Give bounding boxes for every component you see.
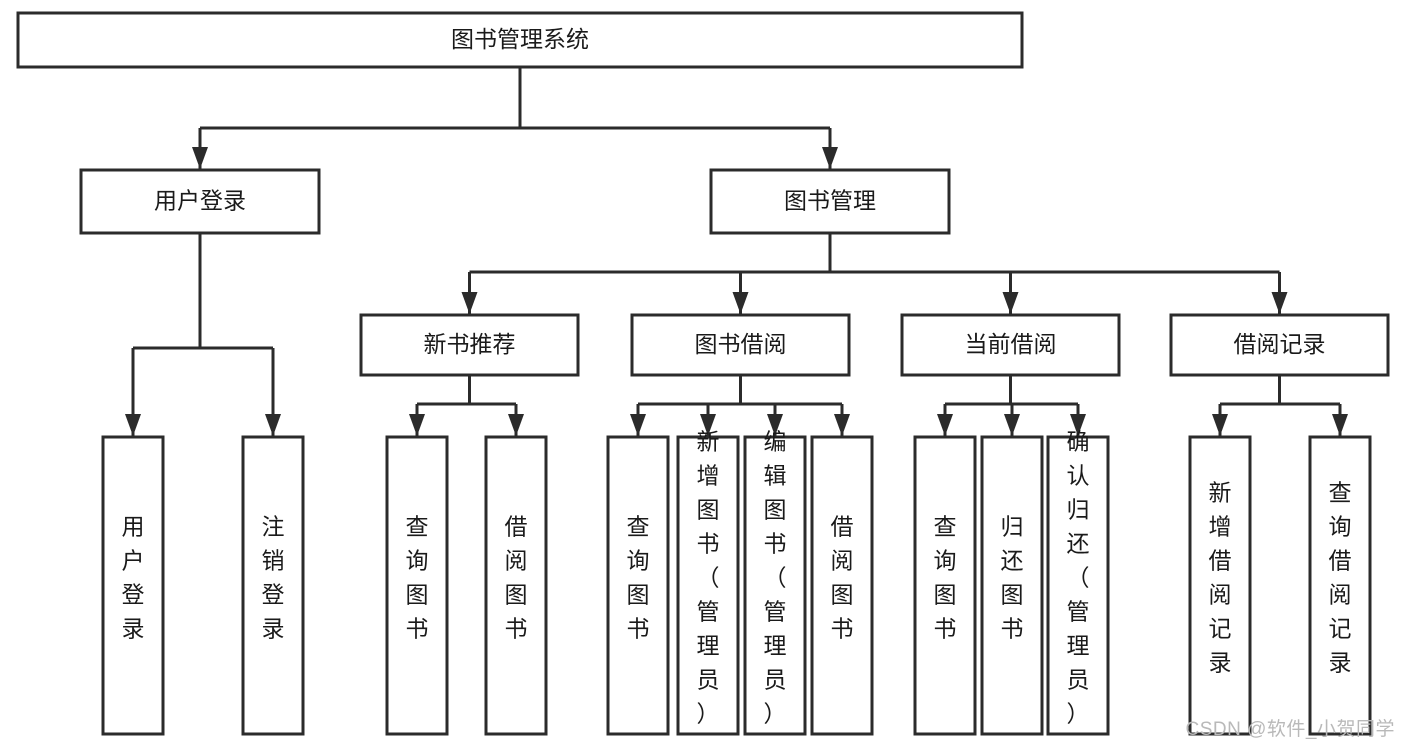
node-label: 当前借阅	[965, 331, 1057, 357]
node-box	[79, 168, 321, 235]
arrow-head-icon	[192, 147, 208, 169]
node-label: 确认归还（管理员）	[1067, 429, 1090, 727]
node-root[interactable]: 图书管理系统	[16, 11, 1024, 69]
arrow-head-icon	[508, 414, 524, 436]
node-label: 借阅图书	[505, 514, 528, 642]
node-label: 新增图书（管理员）	[697, 429, 720, 727]
arrow-head-icon	[1212, 414, 1228, 436]
node-label: 图书借阅	[695, 331, 787, 357]
arrow-head-icon	[630, 414, 646, 436]
node-layer: 图书管理系统用户登录图书管理新书推荐图书借阅当前借阅借阅记录用户登录注销登录查询…	[16, 11, 1390, 736]
node-label: 图书管理系统	[451, 26, 589, 52]
node-box	[359, 313, 580, 377]
node-box	[1046, 435, 1110, 736]
node-label: 借阅记录	[1234, 331, 1326, 357]
node-label: 用户登录	[122, 514, 145, 642]
node-current-borrow[interactable]: 当前借阅	[900, 313, 1121, 377]
arrow-head-icon	[1271, 292, 1288, 314]
node-label: 查询图书	[406, 514, 429, 642]
node-box	[743, 435, 807, 736]
node-label: 查询图书	[934, 514, 957, 642]
arrow-head-icon	[265, 414, 281, 436]
arrow-head-icon	[1332, 414, 1348, 436]
node-box	[709, 168, 951, 235]
node-borrow-record[interactable]: 借阅记录	[1169, 313, 1390, 377]
node-box	[16, 11, 1024, 69]
node-box	[980, 435, 1044, 736]
node-leaf-logout[interactable]: 注销登录	[241, 435, 305, 736]
node-leaf-query-book-3[interactable]: 查询图书	[913, 435, 977, 736]
node-box	[810, 435, 874, 736]
node-box	[101, 435, 165, 736]
node-box	[606, 435, 670, 736]
node-box	[676, 435, 740, 736]
arrow-head-icon	[409, 414, 425, 436]
arrow-head-icon	[1070, 414, 1086, 436]
node-box	[385, 435, 449, 736]
node-label: 注销登录	[262, 514, 285, 642]
node-label: 用户登录	[154, 188, 246, 214]
arrow-head-icon	[767, 414, 783, 436]
node-box	[913, 435, 977, 736]
node-box	[1188, 435, 1252, 736]
node-label: 查询借阅记录	[1329, 480, 1352, 676]
node-label: 新书推荐	[424, 331, 516, 357]
node-leaf-confirm-return[interactable]: 确认归还（管理员）	[1046, 429, 1110, 736]
arrow-head-icon	[834, 414, 850, 436]
node-label: 编辑图书（管理员）	[764, 429, 787, 727]
node-label: 借阅图书	[831, 514, 854, 642]
node-label: 图书管理	[784, 188, 876, 214]
node-label: 查询图书	[627, 514, 650, 642]
node-label: 新增借阅记录	[1209, 480, 1232, 676]
arrow-head-icon	[732, 292, 749, 314]
node-leaf-user-login[interactable]: 用户登录	[101, 435, 165, 736]
node-box	[1169, 313, 1390, 377]
arrow-head-icon	[125, 414, 141, 436]
node-box	[484, 435, 548, 736]
node-box	[241, 435, 305, 736]
node-leaf-query-record[interactable]: 查询借阅记录	[1308, 435, 1372, 736]
arrow-head-icon	[822, 147, 838, 169]
node-box	[630, 313, 851, 377]
node-leaf-add-book[interactable]: 新增图书（管理员）	[676, 429, 740, 736]
node-leaf-edit-book[interactable]: 编辑图书（管理员）	[743, 429, 807, 736]
connector-layer	[125, 67, 1348, 436]
node-book-borrow[interactable]: 图书借阅	[630, 313, 851, 377]
node-leaf-add-record[interactable]: 新增借阅记录	[1188, 435, 1252, 736]
node-new-book-recommend[interactable]: 新书推荐	[359, 313, 580, 377]
arrow-head-icon	[937, 414, 953, 436]
arrow-head-icon	[1002, 292, 1019, 314]
node-box	[1308, 435, 1372, 736]
node-box	[900, 313, 1121, 377]
node-book-manage[interactable]: 图书管理	[709, 168, 951, 235]
node-user-login[interactable]: 用户登录	[79, 168, 321, 235]
node-leaf-borrow-book-1[interactable]: 借阅图书	[484, 435, 548, 736]
arrow-head-icon	[700, 414, 716, 436]
node-label: 归还图书	[1001, 514, 1024, 642]
node-leaf-borrow-book-2[interactable]: 借阅图书	[810, 435, 874, 736]
node-leaf-return-book[interactable]: 归还图书	[980, 435, 1044, 736]
arrow-head-icon	[461, 292, 478, 314]
node-leaf-query-book-1[interactable]: 查询图书	[385, 435, 449, 736]
arrow-head-icon	[1004, 414, 1020, 436]
node-leaf-query-book-2[interactable]: 查询图书	[606, 435, 670, 736]
